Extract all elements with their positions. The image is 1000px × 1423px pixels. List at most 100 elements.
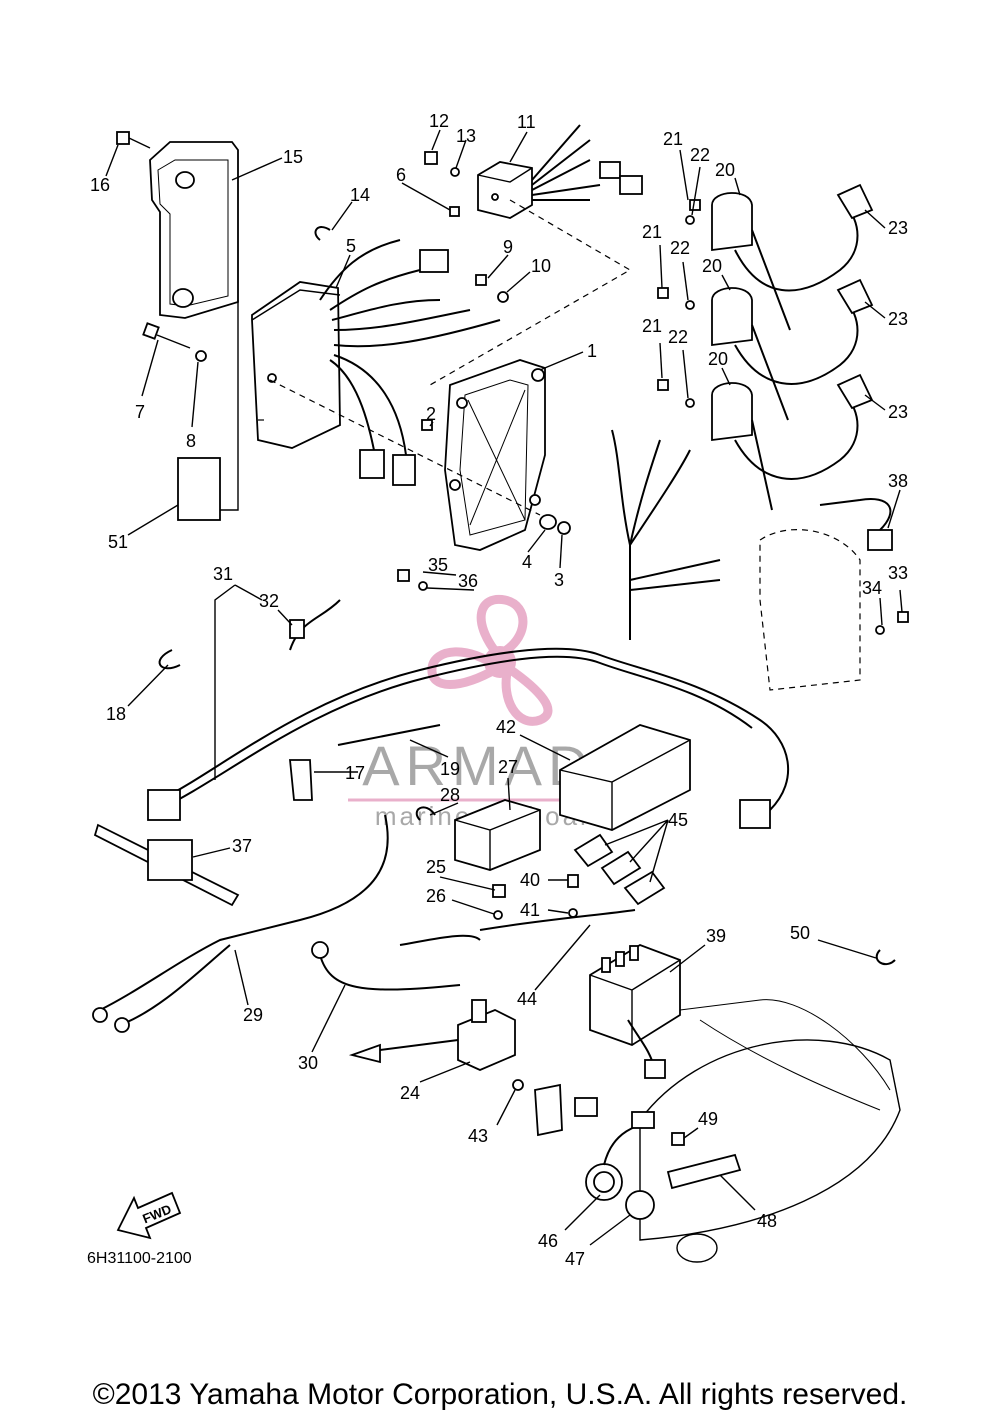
neutral-switch-part-38 <box>819 498 893 551</box>
bracket-part-1 <box>444 359 546 551</box>
cover-part-27 <box>454 799 541 871</box>
callout-19: 19 <box>440 759 460 779</box>
callout-44: 44 <box>517 989 537 1009</box>
clamp-part-18 <box>158 649 181 670</box>
washer-part-26 <box>493 910 503 920</box>
bolt-part-2 <box>421 419 433 431</box>
callout-11: 11 <box>517 112 536 132</box>
washer-part-34 <box>875 625 885 635</box>
clamp-part-14 <box>314 226 331 241</box>
callout-15: 15 <box>283 147 303 167</box>
washer-part-41 <box>568 908 578 918</box>
callout-1: 1 <box>587 341 597 361</box>
callout-7: 7 <box>135 402 145 422</box>
callout-4: 4 <box>522 552 532 572</box>
cover-part-15 <box>149 141 239 319</box>
callout-36: 36 <box>458 571 478 591</box>
label-part-51 <box>177 457 221 521</box>
fuse-part-32 <box>289 619 305 639</box>
callout-28: 28 <box>440 785 460 805</box>
callout-20a: 20 <box>715 160 735 180</box>
band-part-19 <box>337 724 441 746</box>
callout-29: 29 <box>243 1005 263 1025</box>
callout-32: 32 <box>259 591 279 611</box>
leader-lines <box>105 129 903 1246</box>
caps-part-45 <box>573 833 666 906</box>
bolt-part-9 <box>475 274 487 286</box>
callout-20b: 20 <box>702 256 722 276</box>
callout-22a: 22 <box>690 145 710 165</box>
bolt-part-25 <box>492 884 506 898</box>
ignition-coils <box>657 183 874 511</box>
callout-43: 43 <box>468 1126 488 1146</box>
holder-part-17 <box>289 759 313 801</box>
callout-42: 42 <box>496 717 516 737</box>
callout-5: 5 <box>346 236 356 256</box>
washer-part-10 <box>497 291 509 303</box>
callout-18: 18 <box>106 704 126 724</box>
callout-16: 16 <box>90 175 110 195</box>
callout-22b: 22 <box>670 238 690 258</box>
callout-21b: 21 <box>642 222 662 242</box>
callout-45: 45 <box>668 810 688 830</box>
callout-22c: 22 <box>668 327 688 347</box>
callout-34: 34 <box>862 578 882 598</box>
harness-plug <box>147 789 181 821</box>
callout-23b: 23 <box>888 309 908 329</box>
callout-13: 13 <box>456 126 476 146</box>
callout-23c: 23 <box>888 402 908 422</box>
bracket-part-37 <box>93 823 240 907</box>
callout-8: 8 <box>186 431 196 451</box>
bolt-part-16 <box>116 131 151 149</box>
callout-17: 17 <box>345 763 365 783</box>
callout-33: 33 <box>888 563 908 583</box>
cdi-unit-part-5 <box>251 281 341 449</box>
washer-part-43 <box>512 1079 524 1091</box>
rectifier-part-11 <box>477 124 643 219</box>
callout-6: 6 <box>396 165 406 185</box>
callout-37: 37 <box>232 836 252 856</box>
callout-49: 49 <box>698 1109 718 1129</box>
callout-labels: 1 2 3 4 5 6 7 8 9 10 11 12 13 14 15 16 1… <box>90 111 908 1269</box>
fwd-arrow-icon: FWD <box>116 1191 182 1240</box>
diagram-code: 6H31100-2100 <box>87 1250 192 1267</box>
callout-20c: 20 <box>708 349 728 369</box>
callout-40: 40 <box>520 870 540 890</box>
callout-27: 27 <box>498 757 518 777</box>
callout-50: 50 <box>790 923 810 943</box>
callout-9: 9 <box>503 237 513 257</box>
callout-24: 24 <box>400 1083 420 1103</box>
washer-part-13 <box>450 167 460 177</box>
callout-21c: 21 <box>642 316 662 336</box>
starter-relay-part-24 <box>348 999 516 1071</box>
callout-2: 2 <box>426 404 436 424</box>
callout-21a: 21 <box>663 129 683 149</box>
grommet-part-46 <box>585 1111 655 1201</box>
main-harness-part-31 <box>147 429 789 829</box>
callout-35: 35 <box>428 555 448 575</box>
callout-26: 26 <box>426 886 446 906</box>
washer-part-36 <box>418 581 428 591</box>
bolt-part-40 <box>567 874 579 888</box>
callout-47: 47 <box>565 1249 585 1269</box>
fuse-box-part-39 <box>589 944 681 1079</box>
plate-part-48 <box>666 1153 742 1190</box>
callout-30: 30 <box>298 1053 318 1073</box>
bolt-part-49 <box>671 1132 685 1146</box>
callout-10: 10 <box>531 256 551 276</box>
callout-46: 46 <box>538 1231 558 1251</box>
seal-part-47 <box>625 1190 655 1220</box>
cdi-wires <box>319 239 501 486</box>
callout-3: 3 <box>554 570 564 590</box>
bottom-cowling <box>639 999 901 1263</box>
callout-38: 38 <box>888 471 908 491</box>
callout-23a: 23 <box>888 218 908 238</box>
bolt-part-35 <box>397 569 410 582</box>
lead-part-44 <box>479 909 636 931</box>
bolt-part-12 <box>424 151 438 165</box>
callout-48: 48 <box>757 1211 777 1231</box>
screw-part-6 <box>449 206 460 217</box>
ignition-coil-2 <box>657 278 874 385</box>
ignition-coil-3 <box>657 373 874 480</box>
